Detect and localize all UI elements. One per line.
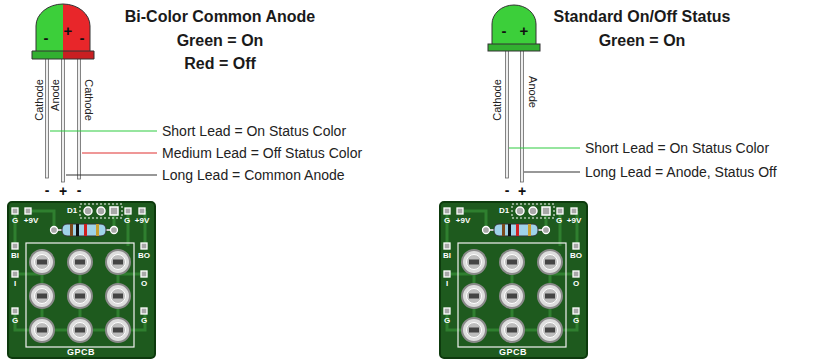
pin-label: +9V <box>456 217 470 225</box>
pin-label: G <box>124 217 130 225</box>
pin-label: +9V <box>135 217 149 225</box>
pin-label: BI <box>11 252 19 260</box>
pin-label: +9V <box>24 217 38 225</box>
led-green-half <box>36 4 63 54</box>
heading: Green = On <box>177 33 264 49</box>
pin-label: G <box>556 217 562 225</box>
illustration-part <box>524 171 580 172</box>
part-label: D1 <box>67 207 77 215</box>
pin-label: BO <box>138 252 150 260</box>
lead-note: Short Lead = On Status Color <box>162 124 346 138</box>
lead-note: Medium Lead = Off Status Color <box>162 146 362 160</box>
pin-label: G <box>12 317 18 325</box>
pin-label: BO <box>570 252 582 260</box>
lead-note: Short Lead = On Status Color <box>585 141 769 155</box>
pin-label: BI <box>443 252 451 260</box>
leader-lines <box>50 131 157 175</box>
led-flange <box>32 51 63 59</box>
lead-name: Anode <box>527 76 538 108</box>
lead-name: Cathode <box>34 79 45 121</box>
pin-label: I <box>446 280 448 288</box>
led-body <box>492 5 536 46</box>
led-red-half <box>63 4 90 54</box>
heading: Red = Off <box>184 56 256 72</box>
polarity-mark: + <box>59 184 67 198</box>
pin-label: G <box>444 217 450 225</box>
polarity-mark: - <box>502 23 507 38</box>
illustration-part <box>50 130 157 131</box>
status-led <box>488 5 540 182</box>
heading: Bi-Color Common Anode <box>125 9 316 25</box>
anode-lead <box>521 50 524 182</box>
illustration-part <box>66 174 157 175</box>
polarity-mark: - <box>44 30 49 45</box>
part-label: D1 <box>499 207 509 215</box>
polarity-mark: + <box>518 184 526 198</box>
leader-lines <box>509 148 580 172</box>
illustration-part <box>82 152 157 153</box>
pin-label: G <box>141 317 147 325</box>
pin-label: +9V <box>567 217 581 225</box>
pcb-board-left <box>8 202 155 358</box>
pcb-board-right <box>440 202 587 358</box>
lead-note: Long Lead = Anode, Status Off <box>585 165 777 179</box>
polarity-mark: - <box>505 183 510 197</box>
anode-lead <box>62 58 65 182</box>
heading: Standard On/Off Status <box>554 9 731 25</box>
led-flange <box>488 44 540 51</box>
pin-label: O <box>573 280 579 288</box>
pin-label: G <box>573 317 579 325</box>
lead-name: Cathode <box>492 79 503 121</box>
pin-label: O <box>141 280 147 288</box>
board-name: GPCB <box>67 348 95 357</box>
polarity-mark: + <box>64 23 73 38</box>
cathode-lead <box>506 50 509 178</box>
led-flange <box>63 51 94 59</box>
pin-label: G <box>444 317 450 325</box>
pin-label: G <box>12 217 18 225</box>
bicolor-led <box>32 4 94 182</box>
lead-note: Long Lead = Common Anode <box>162 168 345 182</box>
pin-label: I <box>14 280 16 288</box>
polarity-mark: - <box>80 30 85 45</box>
heading: Green = On <box>599 33 686 49</box>
cathode-lead <box>78 58 81 179</box>
led-outline <box>32 4 94 59</box>
illustration-part <box>509 147 580 148</box>
board-name: GPCB <box>499 348 527 357</box>
cathode-lead <box>46 58 49 178</box>
polarity-mark: - <box>45 183 50 197</box>
lead-name: Cathode <box>83 79 94 121</box>
lead-name: Anode <box>50 79 61 111</box>
polarity-mark: + <box>520 23 529 38</box>
polarity-mark: - <box>77 183 82 197</box>
